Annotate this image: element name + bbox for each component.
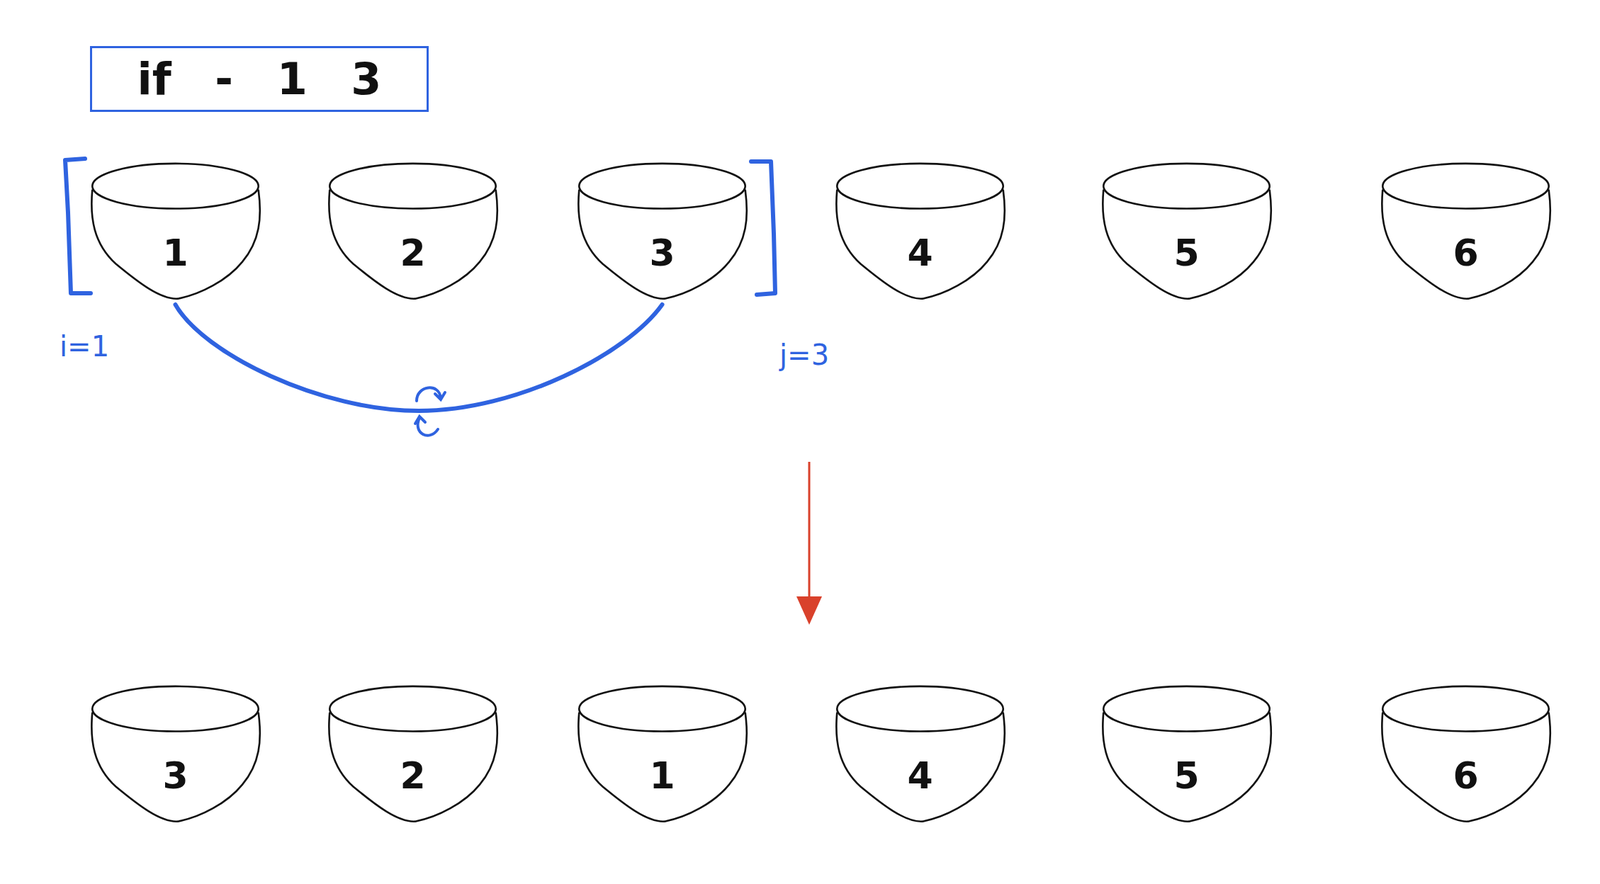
bowl-outline <box>575 161 749 302</box>
swap-symbol <box>415 416 438 436</box>
bowl-number: 1 <box>575 757 749 795</box>
bowl-outline <box>88 684 263 825</box>
bowl-number: 5 <box>1099 234 1274 272</box>
bowl-number: 1 <box>88 234 263 272</box>
swap-symbol <box>416 387 445 402</box>
bowl-outline <box>833 684 1007 825</box>
bowl: 2 <box>325 684 500 825</box>
range-bracket <box>65 158 91 294</box>
bowl-number: 3 <box>575 234 749 272</box>
condition-box: if - 1 3 <box>89 46 429 112</box>
range-bracket <box>751 161 776 295</box>
bowl: 3 <box>88 684 263 825</box>
bowl: 1 <box>88 161 263 302</box>
bowl-number: 5 <box>1099 757 1274 795</box>
bowl-number: 2 <box>325 234 500 272</box>
bowl-outline <box>833 161 1007 302</box>
flow-arrow <box>808 462 811 603</box>
flow-arrowhead <box>796 596 822 625</box>
bowl: 3 <box>575 161 749 302</box>
bowl-number: 2 <box>325 757 500 795</box>
bowl-number: 4 <box>833 757 1007 795</box>
bowl-number: 3 <box>88 757 263 795</box>
bowl-outline <box>575 684 749 825</box>
bowl-outline <box>1378 684 1553 825</box>
index-label: j=3 <box>779 338 830 372</box>
bowl-number: 6 <box>1378 757 1553 795</box>
bowl: 1 <box>575 684 749 825</box>
condition-text: if - 1 3 <box>137 53 382 105</box>
bowl-outline <box>1099 684 1274 825</box>
bowl-number: 6 <box>1378 234 1553 272</box>
bowl-outline <box>325 684 500 825</box>
index-label: i=1 <box>59 330 110 363</box>
bowl-outline <box>88 161 263 302</box>
bowl: 6 <box>1378 161 1553 302</box>
bowl: 5 <box>1099 161 1274 302</box>
bowl: 4 <box>833 161 1007 302</box>
bowl: 6 <box>1378 684 1553 825</box>
bowl: 5 <box>1099 684 1274 825</box>
swap-curve <box>175 304 663 411</box>
bowl-number: 4 <box>833 234 1007 272</box>
bowl-outline <box>1378 161 1553 302</box>
bowl-outline <box>325 161 500 302</box>
bowl: 2 <box>325 161 500 302</box>
bowl-outline <box>1099 161 1274 302</box>
bowl: 4 <box>833 684 1007 825</box>
